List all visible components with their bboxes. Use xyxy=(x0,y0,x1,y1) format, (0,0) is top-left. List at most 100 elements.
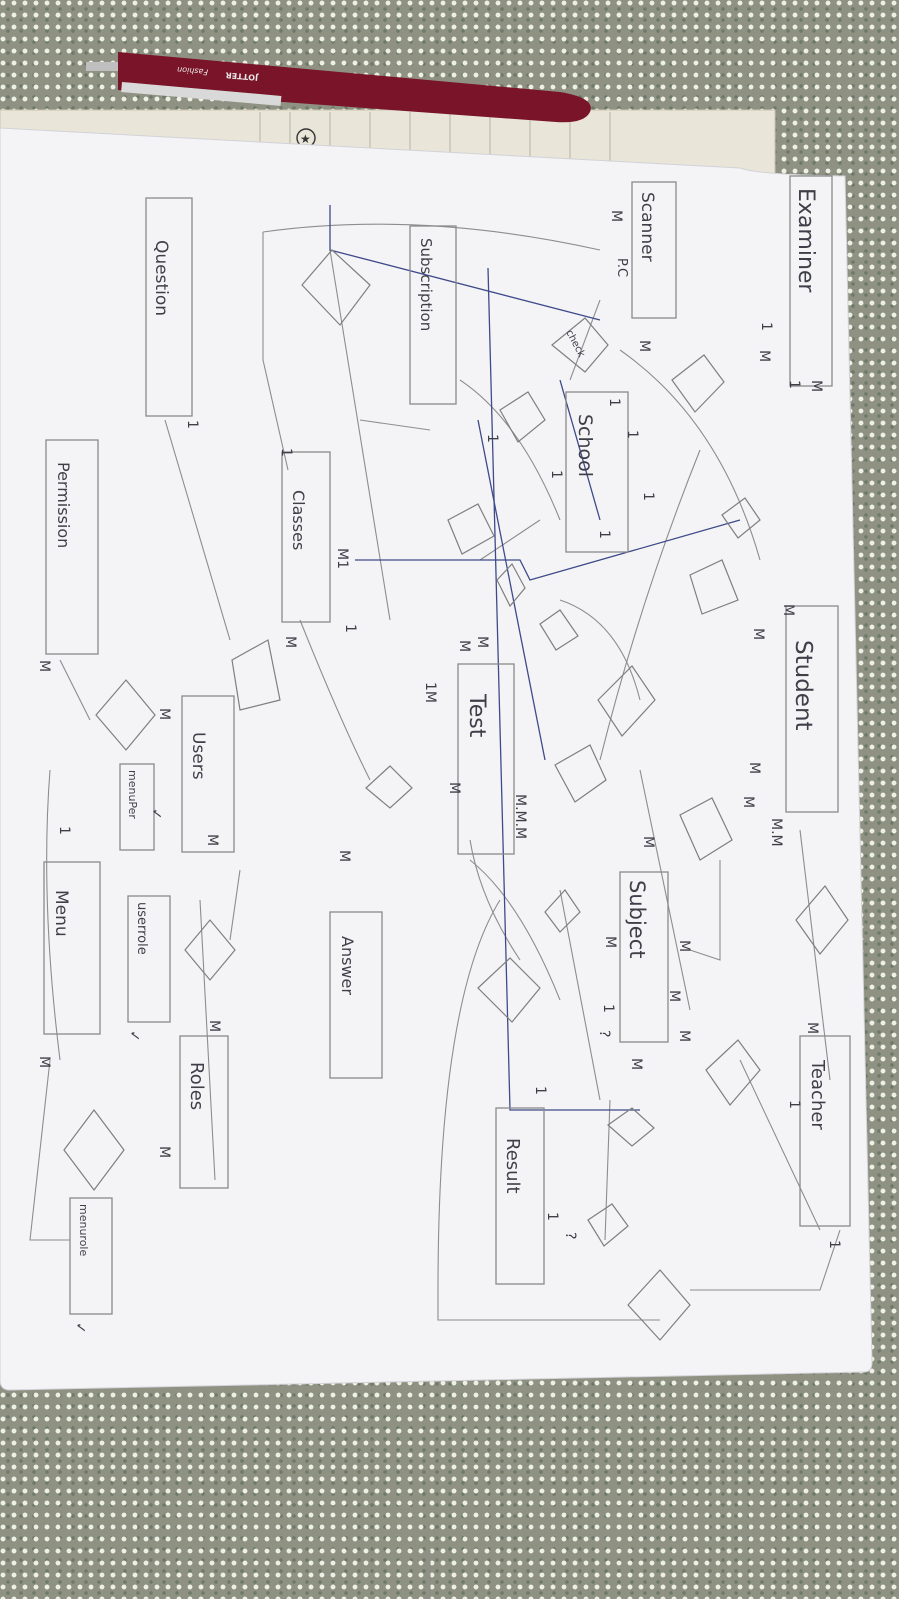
entity-classes: Classes xyxy=(281,451,331,623)
rel-diamond xyxy=(231,639,281,711)
pen-brand: JOTTER xyxy=(225,70,259,82)
entity-school: School xyxy=(565,391,629,553)
entity-subscription-label: Subscription xyxy=(417,238,435,331)
entity-question-label: Question xyxy=(151,240,171,316)
card-one: 1 xyxy=(826,1240,842,1249)
rel-diamond xyxy=(689,559,739,615)
card-one: 1 xyxy=(184,420,200,429)
pen-body xyxy=(118,52,591,123)
card-m: M xyxy=(156,1146,172,1158)
entity-scanner-label: Scanner xyxy=(637,192,657,262)
card-m: M xyxy=(804,1022,820,1034)
card-m: M xyxy=(746,762,762,774)
card-m: M xyxy=(206,1020,222,1032)
entity-permission-label: Permission xyxy=(54,462,73,548)
entity-examiner: Examiner xyxy=(789,175,833,387)
rel-diamond xyxy=(671,354,725,413)
entity-subject-label: Subject xyxy=(625,880,649,959)
rel-diamond xyxy=(679,797,733,861)
cardinality-marks: M M 1 1 M M 1 1 1 1 1 1 1 1 M1 1 M 1M M … xyxy=(36,210,842,1334)
entity-menuper-label: menuPer xyxy=(126,770,139,819)
rel-diamond xyxy=(539,609,579,651)
card-one: 1 xyxy=(278,448,294,457)
rel-diamond xyxy=(587,1203,629,1247)
card-mm: M.M xyxy=(768,818,784,847)
card-m1: M1 xyxy=(334,548,350,569)
entity-scanner: Scanner xyxy=(631,181,677,319)
entity-test-label: Test xyxy=(464,693,489,738)
entity-question: Question xyxy=(145,197,193,417)
rel-diamond xyxy=(607,1107,655,1147)
rel-diamond xyxy=(795,885,849,955)
entity-roles: Roles xyxy=(179,1035,229,1189)
pen-clip xyxy=(121,82,282,106)
card-one: 1 xyxy=(786,380,802,389)
entity-student-label: Student xyxy=(790,640,816,731)
rel-diamond xyxy=(499,391,546,443)
card-one: 1 xyxy=(640,492,656,501)
entity-permission: Permission xyxy=(45,439,99,655)
card-m: M xyxy=(640,836,656,848)
card-one: 1 xyxy=(758,322,774,331)
rel-diamond xyxy=(597,665,656,737)
entity-menu: Menu xyxy=(43,861,101,1035)
entity-menurole-label: menurole xyxy=(77,1204,90,1256)
card-m: M xyxy=(156,708,172,720)
rel-diamond xyxy=(447,503,495,555)
card-one: 1 xyxy=(532,1086,548,1095)
entity-answer: Answer xyxy=(329,911,383,1079)
entity-menurole: menurole xyxy=(69,1197,113,1315)
entity-roles-label: Roles xyxy=(186,1062,207,1110)
scanner-note: P.C xyxy=(614,258,629,277)
card-m: M xyxy=(446,782,462,794)
card-m: M xyxy=(282,636,298,648)
rel-diamond xyxy=(95,679,156,751)
entity-users-label: Users xyxy=(188,732,208,780)
card-m: M xyxy=(740,796,756,808)
entity-classes-label: Classes xyxy=(289,490,308,550)
card-question: ? xyxy=(562,1232,578,1239)
card-one: 1 xyxy=(484,434,500,443)
card-one: 1 xyxy=(600,1004,616,1013)
card-m: M xyxy=(608,210,624,222)
pen: JOTTER Fashion xyxy=(86,52,591,123)
rel-diamond xyxy=(721,497,761,539)
rel-diamond xyxy=(63,1109,125,1191)
rel-diamond-check xyxy=(551,317,609,373)
entity-test: Test xyxy=(457,663,515,855)
rel-diamond xyxy=(554,744,607,803)
card-m: M xyxy=(756,350,772,362)
pen-model: Fashion xyxy=(177,65,209,77)
card-m: M xyxy=(666,990,682,1002)
star-glyph: ★ xyxy=(300,132,311,146)
entity-result-label: Result xyxy=(502,1138,523,1194)
entity-subscription: Subscription xyxy=(409,225,457,405)
card-check-mark: ✓ xyxy=(148,808,164,820)
card-m: M xyxy=(676,940,692,952)
rel-diamond xyxy=(705,1039,761,1106)
card-one: 1 xyxy=(606,398,622,407)
entity-examiner-label: Examiner xyxy=(793,188,818,293)
card-one: 1 xyxy=(596,530,612,539)
entity-result: Result xyxy=(495,1107,545,1285)
card-question: ? xyxy=(596,1030,612,1037)
entity-menuper: menuPer xyxy=(119,763,155,851)
card-m: M xyxy=(808,380,824,392)
card-m: M xyxy=(628,1058,644,1070)
entity-userrole: userrole xyxy=(127,895,171,1023)
relationships xyxy=(63,249,849,1341)
entity-school-label: School xyxy=(574,414,596,477)
card-m: M xyxy=(36,1056,52,1068)
card-m: M xyxy=(336,850,352,862)
card-check-mark: ✓ xyxy=(72,1322,88,1334)
entity-teacher-label: Teacher xyxy=(807,1059,828,1130)
card-one: 1 xyxy=(342,624,358,633)
card-m: M xyxy=(750,628,766,640)
card-m: M xyxy=(474,636,490,648)
card-one: 1 xyxy=(786,1100,802,1109)
entities: Examiner Scanner Subscription Question S… xyxy=(43,175,851,1315)
ink-connectors xyxy=(329,205,741,1111)
card-one: 1 xyxy=(56,826,72,835)
card-check-mark: ✓ xyxy=(126,1030,142,1042)
